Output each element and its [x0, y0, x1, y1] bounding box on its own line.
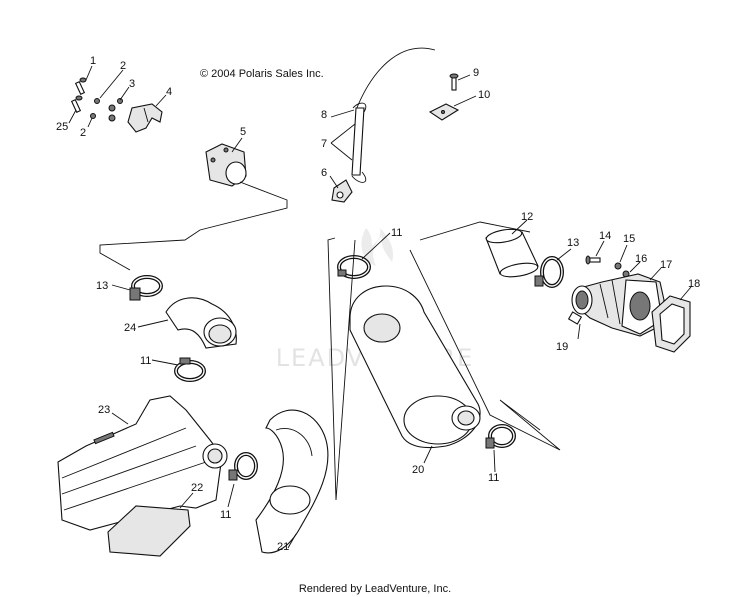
part-elbow-boot-24: [165, 297, 237, 349]
part-bolt-1: [74, 77, 87, 96]
part-clamp-11-lower: [228, 452, 258, 481]
part-intake-tube-12: [485, 228, 539, 278]
part-clamp-13-right: [534, 256, 564, 288]
callout-14: 14: [599, 230, 611, 242]
part-retainer-strap: [331, 47, 436, 203]
callout-9: 9: [473, 67, 479, 79]
callout-7: 7: [321, 138, 327, 150]
part-washer-2-lower: [90, 113, 96, 119]
part-adapter-5: [205, 143, 247, 187]
callout-5: 5: [240, 126, 246, 138]
callout-2: 2: [80, 127, 86, 139]
copyright-text: © 2004 Polaris Sales Inc.: [200, 68, 324, 80]
part-clamp-11-right: [485, 424, 516, 449]
part-filter-22: [107, 505, 191, 557]
part-bolt-14: [585, 255, 601, 265]
callout-10: 10: [478, 89, 490, 101]
part-nut-3: [108, 98, 123, 122]
callout-17: 17: [660, 259, 672, 271]
part-gasket-18: [651, 295, 691, 353]
callout-21: 21: [277, 541, 289, 553]
part-bolt-25: [70, 95, 83, 114]
callout-20: 20: [412, 464, 424, 476]
callout-13: 13: [567, 237, 579, 249]
callout-11: 11: [220, 509, 231, 521]
callout-25: 25: [56, 121, 68, 133]
callout-16: 16: [635, 253, 647, 265]
callout-labels: 1 2 3 4 25 2 5 8 7 6 9 10 11 12 13 14 15…: [56, 55, 700, 553]
callout-12: 12: [521, 211, 533, 223]
callout-4: 4: [166, 86, 172, 98]
part-screw-9: [449, 73, 459, 91]
callout-24: 24: [124, 322, 136, 334]
callout-11: 11: [488, 472, 499, 484]
part-washer-15: [614, 262, 622, 270]
part-clip-10: [428, 103, 460, 121]
part-duct-21: [255, 409, 329, 554]
callout-1: 1: [90, 55, 96, 67]
footer-credit: Rendered by LeadVenture, Inc.: [299, 583, 451, 595]
callout-18: 18: [688, 278, 700, 290]
part-clamp-13-left: [129, 275, 163, 301]
callout-3: 3: [129, 78, 135, 90]
part-washer-2-upper: [94, 98, 100, 104]
part-resonator-20: [349, 285, 481, 449]
callout-11: 11: [140, 355, 151, 367]
callout-8: 8: [321, 109, 327, 121]
callout-2: 2: [120, 60, 126, 72]
part-bracket-4: [127, 103, 163, 133]
callout-13: 13: [96, 280, 108, 292]
callout-22: 22: [191, 482, 203, 494]
part-airbox-23: [57, 395, 228, 531]
callout-23: 23: [98, 404, 110, 416]
callout-11: 11: [391, 227, 402, 239]
callout-15: 15: [623, 233, 635, 245]
part-clamp-11-left: [174, 357, 206, 382]
part-intake-housing-17: [567, 273, 665, 337]
callout-19: 19: [556, 341, 568, 353]
callout-6: 6: [321, 167, 327, 179]
